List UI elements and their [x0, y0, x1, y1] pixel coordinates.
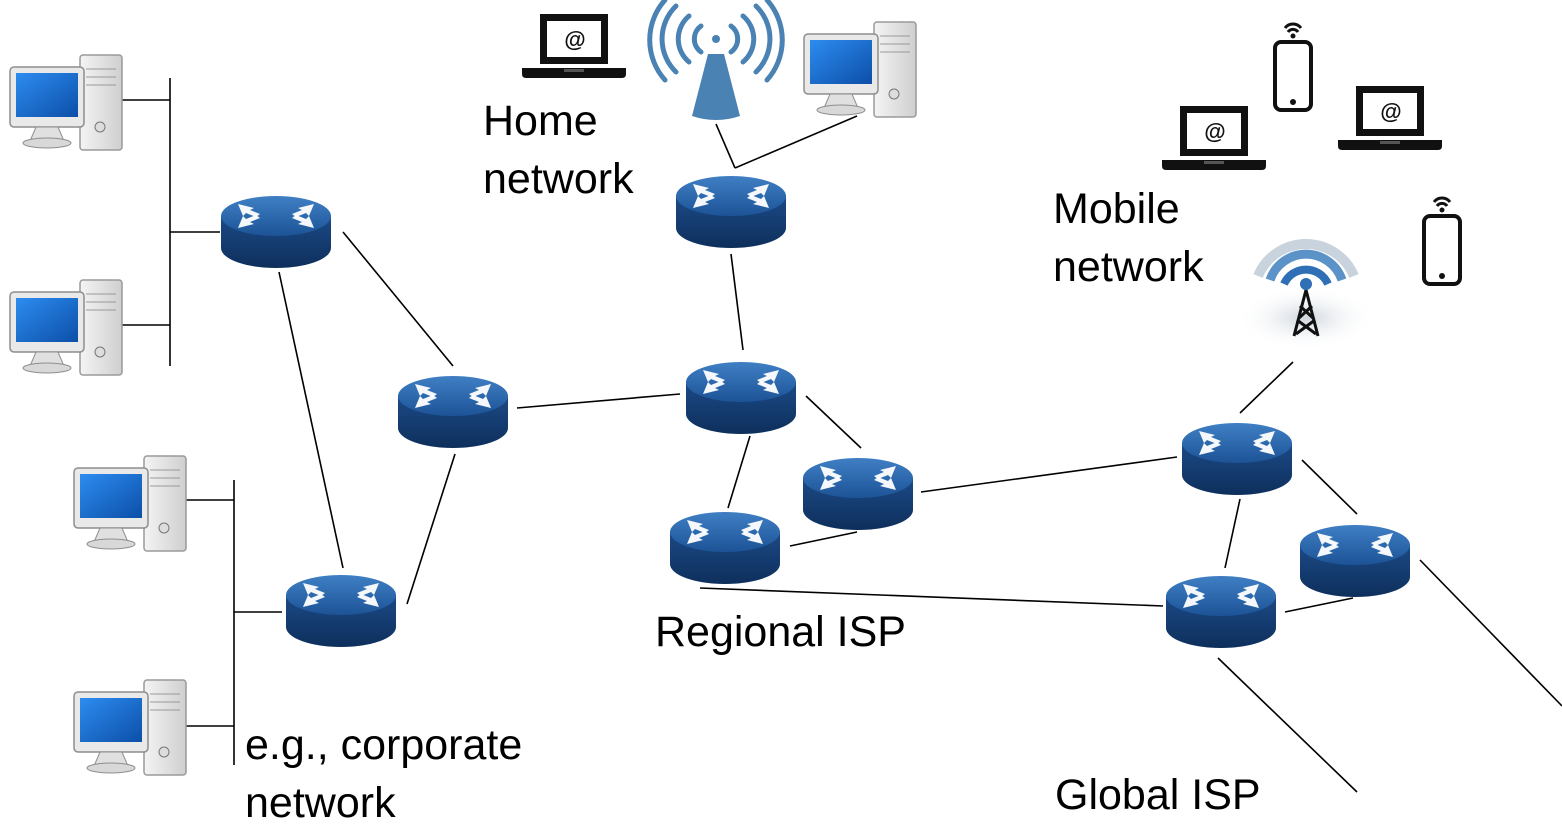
desktop-computer-icon — [73, 679, 187, 776]
laptop-icon: @ — [1162, 106, 1266, 170]
router-icon — [398, 376, 508, 448]
corporate-network-label: e.g., corporate network — [245, 716, 522, 832]
network-links — [122, 78, 1562, 793]
mobile-network-label-line2: network — [1053, 243, 1204, 291]
corporate-network-label-line2: network — [245, 779, 396, 827]
regional-isp-label: Regional ISP — [655, 608, 906, 656]
laptop-at-symbol: @ — [1204, 119, 1225, 144]
desktop-computer-icon — [9, 54, 123, 151]
desktop-computer-icon — [803, 21, 917, 118]
mobile-network-label: Mobile network — [1053, 180, 1204, 296]
desktop-computer-icon — [73, 455, 187, 552]
global-isp-label: Global ISP — [1055, 771, 1261, 819]
smartphone-icon — [1273, 22, 1313, 112]
router-icon — [676, 176, 786, 248]
router-icon — [1182, 423, 1292, 495]
laptop-at-symbol: @ — [564, 27, 585, 52]
router-icon — [286, 575, 396, 647]
home-network-label-line2: network — [483, 155, 634, 203]
laptop-icon: @ — [1338, 86, 1442, 150]
desktop-computer-icon — [9, 279, 123, 376]
corporate-network-label-line1: e.g., corporate — [245, 721, 523, 769]
cell-tower-icon — [1236, 239, 1376, 350]
router-icon — [686, 362, 796, 434]
router-icon — [221, 196, 331, 268]
wifi-access-point-icon — [647, 0, 785, 120]
router-icon — [803, 458, 913, 530]
laptop-icon: @ — [522, 14, 626, 78]
home-network-label-line1: Home — [483, 97, 598, 145]
router-icon — [670, 512, 780, 584]
mobile-network-label-line1: Mobile — [1053, 185, 1180, 233]
router-icon — [1166, 576, 1276, 648]
router-icon — [1300, 525, 1410, 597]
home-network-label: Home network — [483, 92, 634, 208]
smartphone-icon — [1422, 196, 1462, 286]
laptop-at-symbol: @ — [1380, 99, 1401, 124]
